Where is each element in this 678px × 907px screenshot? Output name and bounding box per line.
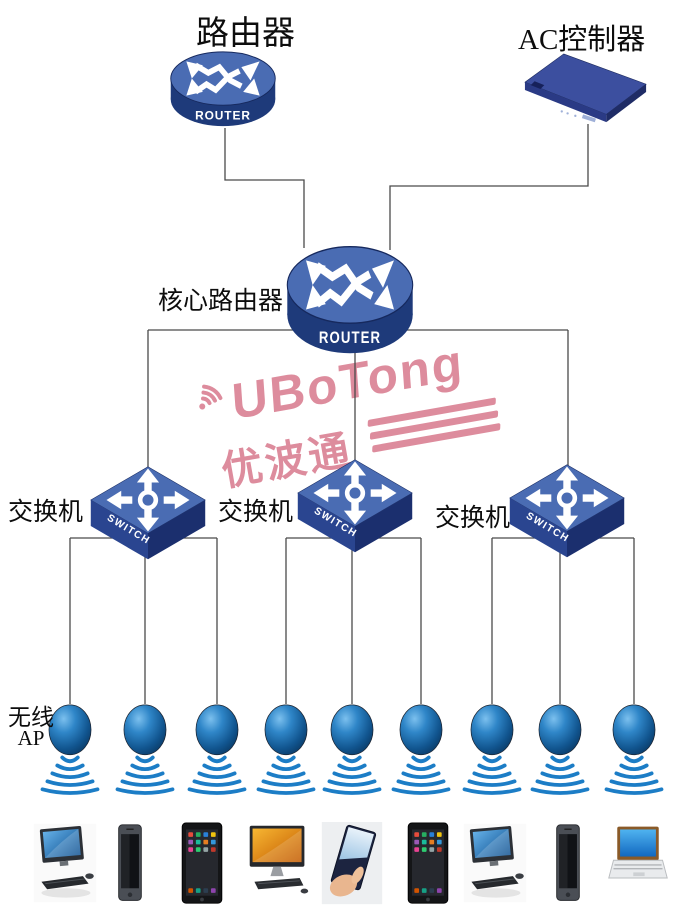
switch-label: 交换机 [435,505,511,532]
client-tablet [407,822,449,904]
watermark: UBoTong 优波通 [190,326,522,504]
client-all-in-one-pc [249,825,309,894]
ac-controller-label: AC控制器 [518,24,646,56]
client-desktop-pc [33,823,97,903]
ac-controller-icon [524,53,647,123]
client-hand-tablet [321,822,383,905]
client-smartphone [556,824,580,901]
router-device-text: ROUTER [195,108,251,122]
client-tablet [181,822,223,904]
core-router-icon: ROUTER [284,244,416,356]
router-label: 路由器 [196,16,295,52]
switch-icon: SWITCH [88,463,208,563]
wireless-ap-icon [187,703,247,795]
switch-icon: SWITCH [507,461,627,561]
wireless-ap-icon [391,703,451,795]
wire-ac-core [389,124,589,250]
watermark-wifi-icon [199,384,223,410]
switch-label: 交换机 [218,499,294,526]
client-desktop-pc [463,823,527,903]
wireless-ap-icon [462,703,522,795]
wireless-ap-label-line1: 无线 [8,705,54,730]
wireless-ap-icon [256,703,316,795]
wireless-ap-icon [322,703,382,795]
wireless-ap-icon [115,703,175,795]
core-router-device-text: ROUTER [319,330,381,348]
wire-router-core [224,128,305,248]
client-smartphone [118,824,142,901]
router-icon: ROUTER [168,50,278,128]
switch-label: 交换机 [8,499,84,526]
client-laptop [608,825,668,879]
wireless-ap-label-line2: AP [17,726,45,750]
core-router-label: 核心路由器 [158,288,284,315]
wireless-ap-icon [604,703,664,795]
wireless-ap-icon [530,703,590,795]
switch-icon: SWITCH [295,456,415,556]
